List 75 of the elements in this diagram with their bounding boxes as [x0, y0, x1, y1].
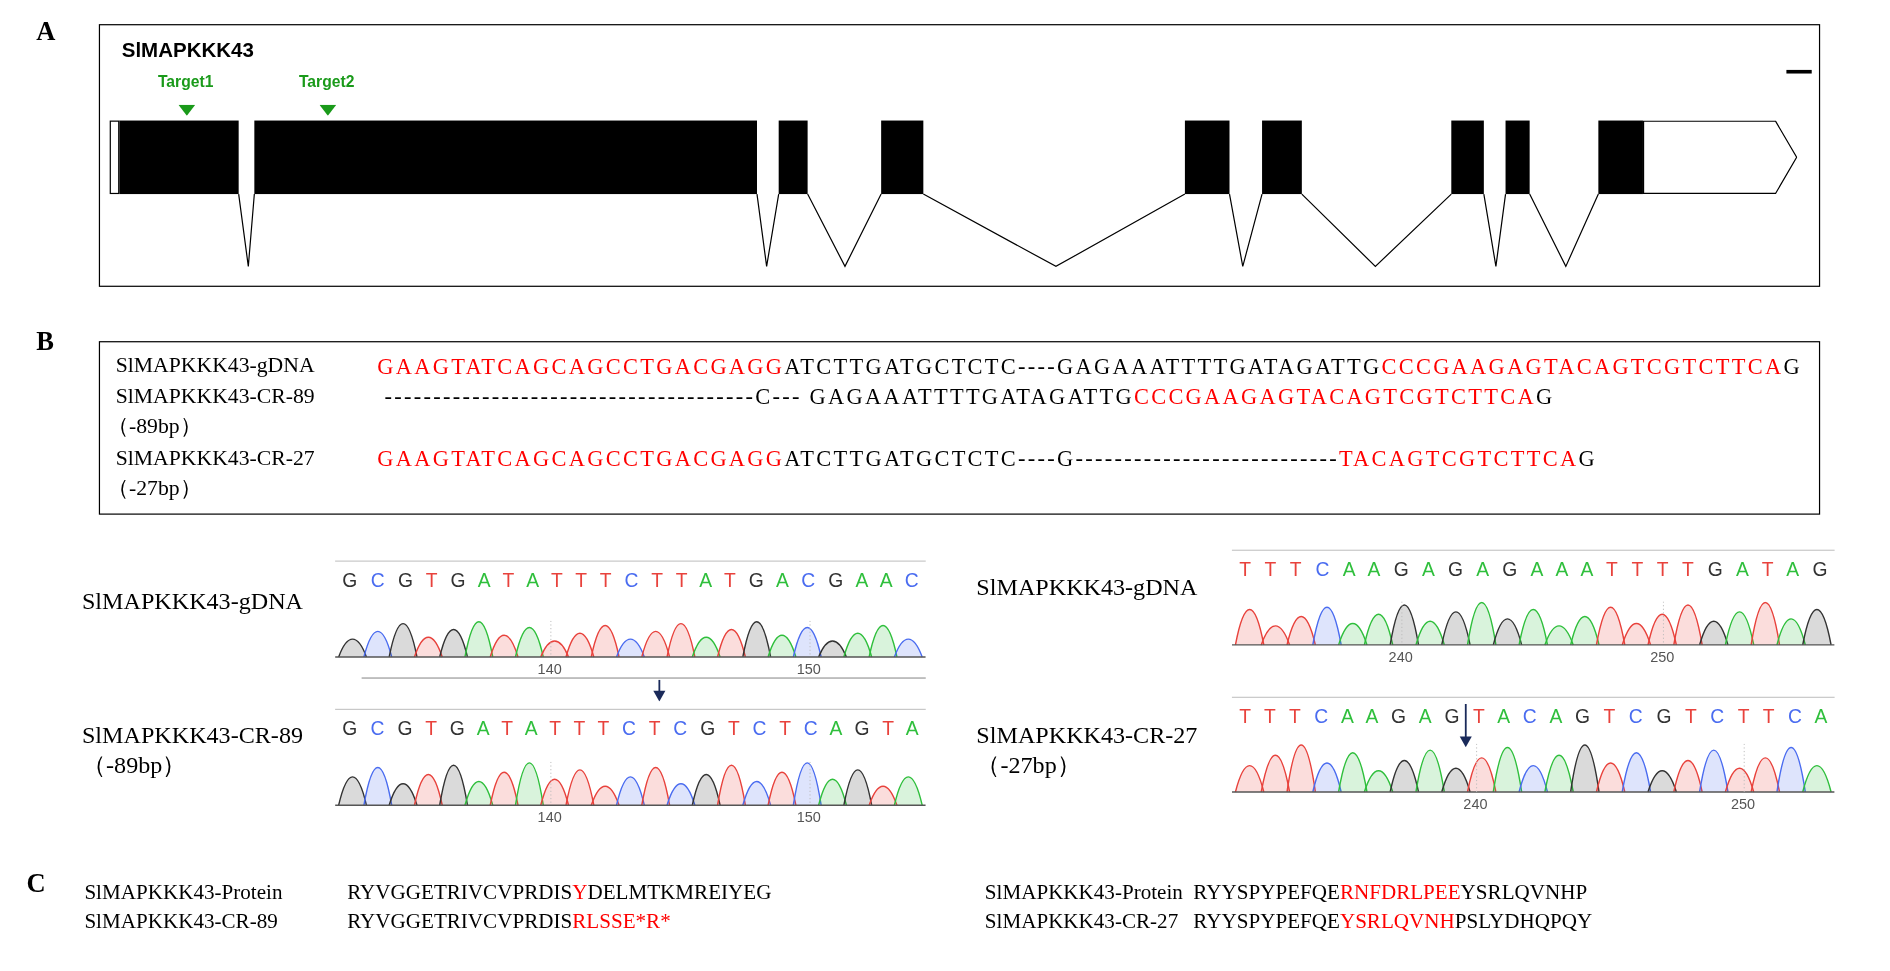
sequence-name: SlMAPKKK43-CR-27: [976, 720, 1198, 748]
target-sequence: GAAGTATCAGCAGCCTGACGAGG: [377, 353, 785, 379]
sequence-text: RYYSPYPEFQE: [1193, 879, 1340, 905]
sequence-name: SlMAPKKK43-CR-27: [984, 910, 1179, 934]
target-sequence: CCCGAAGAGTACAGTCGTCTTCA: [1133, 383, 1536, 409]
target-sequence: YSRLQVNH: [1339, 908, 1455, 933]
sequence-name: SlMAPKKK43-gDNA: [976, 573, 1198, 601]
sequence-text: --------------------------------------C--- GAGAAATTTTGATAGATTG: [384, 383, 1134, 409]
sequence-text: RYVGGETRIVCVPRDIS: [347, 879, 573, 905]
target-sequence: Y: [572, 879, 588, 905]
intron-line: [238, 193, 255, 267]
intron-line: [807, 193, 882, 268]
panel-letter: A: [36, 16, 56, 47]
deletion-note: （-89bp）: [107, 414, 202, 439]
axis-tick-label: 140: [537, 810, 562, 826]
axis-tick-label: 140: [537, 661, 562, 678]
sequence-text: RYVGGETRIVCVPRDIS: [347, 908, 573, 933]
sequence-name: SlMAPKKK43-gDNA: [81, 587, 303, 614]
panel-letter: C: [26, 869, 46, 899]
base-calls: T T T C A A G A G A G A A A T T T T G A T A G: [1239, 559, 1828, 581]
deletion-note: （-27bp）: [976, 750, 1081, 778]
sequence-text: RYYSPYPEFQE: [1193, 908, 1340, 933]
sequence-text: PSLYDHQPQY: [1454, 908, 1593, 933]
axis-tick-label: 250: [1730, 796, 1756, 813]
sequence-name: SlMAPKKK43-Protein: [984, 881, 1183, 905]
exon-block: [881, 120, 924, 195]
base-calls: G C G T G A T A T T T C T C G T C T C A G T A: [342, 718, 919, 740]
intron-line: [922, 193, 1186, 268]
exon-block: [1262, 120, 1302, 195]
sequence-text: ATCTTGATGCTCTC----GAGAAATTTTGATAGATTG: [784, 353, 1382, 379]
base-calls: G C G T G A T A T T T C T T A T G A C G A A C: [342, 570, 919, 592]
exon-block: [254, 120, 757, 195]
base-calls: T T T C A A G A G T A C A G T C G T C T T C A: [1239, 706, 1828, 728]
sequence-name: SlMAPKKK43-CR-89: [115, 384, 315, 409]
sequence-text: G: [1783, 353, 1802, 379]
sequence-name: SlMAPKKK43-CR-27: [115, 447, 315, 472]
sequence-text: YSRLQVNHP: [1460, 879, 1588, 905]
sequence-name: SlMAPKKK43-gDNA: [115, 354, 315, 379]
panel-letter: B: [36, 326, 54, 356]
utr-block: [109, 120, 120, 195]
exon-block: [778, 120, 808, 195]
sequence-text: DELMTKMREIYEG: [587, 879, 772, 905]
exon-block: [1451, 120, 1484, 195]
intron-line: [1529, 193, 1599, 268]
intron-line: [1483, 193, 1507, 267]
target-sequence: RNFDRLPEE: [1339, 879, 1461, 905]
sequence-name: SlMAPKKK43-CR-89: [81, 720, 303, 748]
exon-block: [1184, 120, 1230, 195]
sequence-text: G: [1535, 383, 1555, 409]
intron-line: [1301, 193, 1452, 268]
target-sequence: TACAGTCGTCTTCA: [1338, 446, 1579, 472]
gene-structure-panel: [98, 24, 1821, 287]
axis-tick-label: 240: [1463, 796, 1488, 813]
sequence-name: SlMAPKKK43-Protein: [84, 881, 283, 905]
sequence-text: ATCTTGATGCTCTC----G---------------------------: [784, 446, 1339, 472]
target-label: Target2: [298, 73, 355, 91]
sequence-text: G: [1578, 446, 1597, 472]
axis-tick-label: 150: [796, 810, 821, 826]
gene-name-title: SlMAPKKK43: [121, 39, 254, 63]
target-label: Target1: [157, 73, 214, 91]
target-sequence: RLSSE*R*: [572, 908, 671, 933]
intron-line: [756, 193, 780, 267]
deletion-note: （-27bp）: [107, 477, 202, 502]
axis-tick-label: 250: [1650, 649, 1675, 666]
utr-pentagon-block: [1642, 120, 1798, 195]
exon-block: [119, 120, 239, 195]
deletion-note: （-89bp）: [81, 750, 187, 778]
axis-tick-label: 150: [796, 661, 821, 678]
exon-block: [1598, 120, 1643, 195]
exon-block: [1505, 120, 1530, 195]
sequence-name: SlMAPKKK43-CR-89: [84, 910, 278, 934]
intron-line: [1228, 193, 1263, 267]
axis-tick-label: 240: [1388, 649, 1413, 666]
target-sequence: CCCGAAGAGTACAGTCGTCTTCA: [1381, 353, 1784, 379]
target-sequence: GAAGTATCAGCAGCCTGACGAGG: [377, 446, 785, 472]
